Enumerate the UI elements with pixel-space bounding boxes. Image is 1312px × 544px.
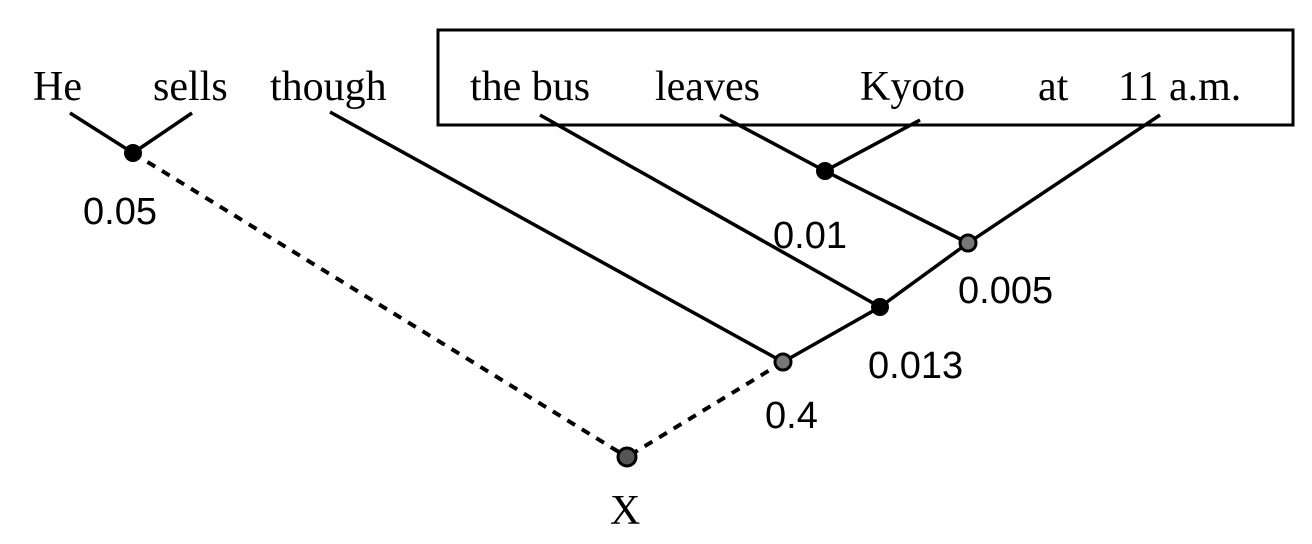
- word-though: though: [270, 64, 387, 110]
- node-filled: [816, 162, 834, 180]
- word-kyoto: Kyoto: [860, 64, 965, 110]
- score-label: 0.01: [773, 215, 847, 257]
- node-open: [958, 233, 978, 253]
- node-filled: [124, 144, 142, 162]
- dashed-edge-left: [131, 151, 629, 459]
- edge-11am-spine: [782, 113, 1161, 364]
- word-he: He: [33, 64, 82, 110]
- word-11am: 11 a.m.: [1118, 64, 1241, 110]
- score-label: 0.013: [868, 345, 963, 387]
- dashed-edge-right: [625, 360, 785, 459]
- edge-though: [329, 110, 784, 364]
- node-open: [773, 352, 793, 372]
- score-label: 0.4: [765, 395, 818, 437]
- edge-leaves: [719, 113, 826, 173]
- word-at: at: [1038, 64, 1069, 110]
- word-sells: sells: [153, 64, 228, 110]
- word-leaves: leaves: [655, 64, 760, 110]
- score-label: 0.005: [958, 270, 1053, 312]
- word-the-bus: the bus: [470, 64, 590, 110]
- score-label: 0.05: [83, 191, 157, 233]
- node-root: [616, 446, 638, 468]
- edge-the-bus: [539, 113, 881, 309]
- root-label: X: [610, 488, 640, 534]
- clause-box: [436, 28, 1295, 127]
- edges: [69, 110, 1161, 459]
- node-filled: [871, 298, 889, 316]
